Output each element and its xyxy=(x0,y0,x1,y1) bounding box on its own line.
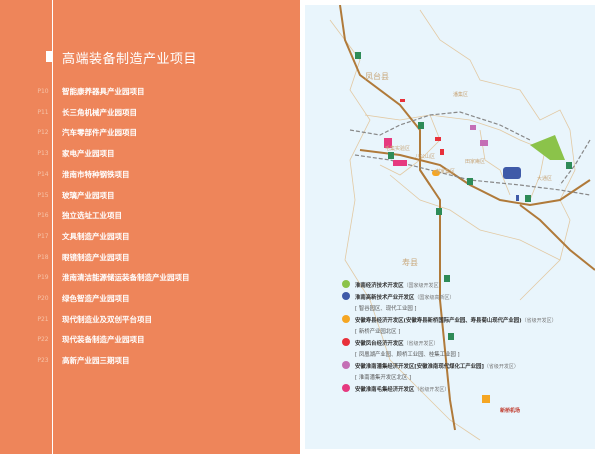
district-label: 毛集实验区 xyxy=(385,146,411,152)
legend-tag: （省级开发区） xyxy=(483,364,519,370)
legend-name: 安徽淮南潘集经济开发区[安徽淮南现代煤化工产业园] xyxy=(355,364,484,370)
legend-color-dot xyxy=(342,384,350,392)
district-label: 田家庵区 xyxy=(465,159,486,165)
legend-color-dot xyxy=(342,338,350,346)
project-label: 独立选址工业项目 xyxy=(62,211,122,221)
legend-color-dot xyxy=(342,361,350,369)
project-list-item[interactable]: P21 现代制造业及双创平台项目 xyxy=(0,313,300,327)
project-list-item[interactable]: P16 独立选址工业项目 xyxy=(0,209,300,223)
legend-color-dot xyxy=(342,280,350,288)
page-title: 高端装备制造产业项目 xyxy=(62,52,198,67)
project-label: 长三角机械产业园项目 xyxy=(62,107,137,117)
map: 凤台县 潘集区 毛集实验区 八公山区 谢家集区 田家庵区 大通区 寿县 新桥机场 xyxy=(305,5,595,449)
page-number: P10 xyxy=(37,88,49,95)
project-list-item[interactable]: P11 长三角机械产业园项目 xyxy=(0,106,300,120)
title-marker xyxy=(46,51,52,62)
project-label: 家电产业园项目 xyxy=(62,149,115,159)
page-number: P20 xyxy=(37,295,49,302)
airport-label: 新桥机场 xyxy=(500,408,521,414)
legend-sub: [ 凤凰湖产业园、顾桥工业园、桂集工业园 ] xyxy=(355,352,460,358)
project-list-item[interactable]: P10 智能康养器具产业园项目 xyxy=(0,85,300,99)
page-number: P16 xyxy=(37,212,49,220)
project-list-item[interactable]: P15 玻璃产业园项目 xyxy=(0,189,300,203)
legend-name: 淮南高新技术产业开发区 xyxy=(355,295,415,301)
project-label: 汽车零部件产业园项目 xyxy=(62,128,137,138)
page-number: P17 xyxy=(37,232,49,240)
legend-color-dot xyxy=(342,315,350,323)
divider-line xyxy=(52,0,53,454)
district-label: 凤台县 xyxy=(365,72,389,81)
legend-name: 淮南经济技术开发区 xyxy=(355,283,404,289)
project-label: 高新产业园三期项目 xyxy=(62,356,130,366)
project-list-item[interactable]: P19 淮南清洁能源储运装备制造产业园项目 xyxy=(0,271,300,285)
legend-name: 安徽寿县经济开发区(安徽寿县新桥国际产业园、寿县菊山现代产业园) xyxy=(355,318,522,324)
project-label: 眼镜制造产业园项目 xyxy=(62,252,130,262)
project-label: 淮南市特种钢铁项目 xyxy=(62,169,130,179)
project-list-item[interactable]: P18 眼镜制造产业园项目 xyxy=(0,251,300,265)
legend-tag: （国家级高新区） xyxy=(414,295,455,301)
page-number: P22 xyxy=(37,336,49,344)
project-list-item[interactable]: P23 高新产业园三期项目 xyxy=(0,354,300,368)
project-list-item[interactable]: P12 汽车零部件产业园项目 xyxy=(0,126,300,140)
project-label: 绿色智造产业园项目 xyxy=(62,294,130,303)
district-label: 大通区 xyxy=(537,176,553,182)
project-list-item[interactable]: P14 淮南市特种钢铁项目 xyxy=(0,168,300,182)
project-list-item[interactable]: P17 文具制造产业园项目 xyxy=(0,230,300,244)
page-number: P19 xyxy=(37,274,49,282)
district-borders xyxy=(329,9,576,441)
district-label: 八公山区 xyxy=(415,154,436,160)
project-label: 现代制造业及双创平台项目 xyxy=(62,314,152,324)
highway-signs xyxy=(355,52,572,340)
legend-name: 安徽凤台经济开发区 xyxy=(355,341,404,347)
legend-tag: （省级开发区） xyxy=(403,341,439,347)
page-number: P18 xyxy=(37,253,49,261)
page-number: P13 xyxy=(37,150,49,158)
project-label: 文具制造产业园项目 xyxy=(62,231,130,241)
project-list-item[interactable]: P22 现代装备制造产业园项目 xyxy=(0,333,300,347)
page-number: P15 xyxy=(37,191,49,199)
legend-tag: （省级开发区） xyxy=(414,387,450,393)
page-number: P12 xyxy=(37,129,49,137)
legend-color-dot xyxy=(342,292,350,300)
legend-sub: [ 新桥产业园北区 ] xyxy=(355,329,401,335)
project-label: 智能康养器具产业园项目 xyxy=(62,87,145,96)
legend-name: 安徽淮南毛集经济开发区 xyxy=(355,387,415,393)
legend-sub: [ 淮南潘集开发区北区 ] xyxy=(355,375,412,381)
district-label: 寿县 xyxy=(402,258,418,267)
map-graphic xyxy=(329,5,595,441)
zones xyxy=(384,99,565,403)
project-label: 淮南清洁能源储运装备制造产业园项目 xyxy=(62,273,190,283)
project-label: 现代装备制造产业园项目 xyxy=(62,335,145,345)
page-number: P21 xyxy=(37,315,49,323)
legend-tag: （省级开发区） xyxy=(521,318,557,324)
highways xyxy=(339,5,595,431)
page-number: P23 xyxy=(37,357,49,365)
page-number: P11 xyxy=(37,108,49,116)
project-list-item[interactable]: P13 家电产业园项目 xyxy=(0,147,300,161)
right-panel: 凤台县 潘集区 毛集实验区 八公山区 谢家集区 田家庵区 大通区 寿县 新桥机场… xyxy=(300,0,600,454)
page-number: P14 xyxy=(37,170,49,178)
project-label: 玻璃产业园项目 xyxy=(62,190,115,200)
project-list-item[interactable]: P20 绿色智造产业园项目 xyxy=(0,292,300,306)
legend-tag: （国家级开发区） xyxy=(403,283,444,289)
district-label: 潘集区 xyxy=(453,92,469,98)
district-label: 谢家集区 xyxy=(435,169,456,175)
legend-sub: [ 智谷园区、现代工业园 ] xyxy=(355,306,417,312)
